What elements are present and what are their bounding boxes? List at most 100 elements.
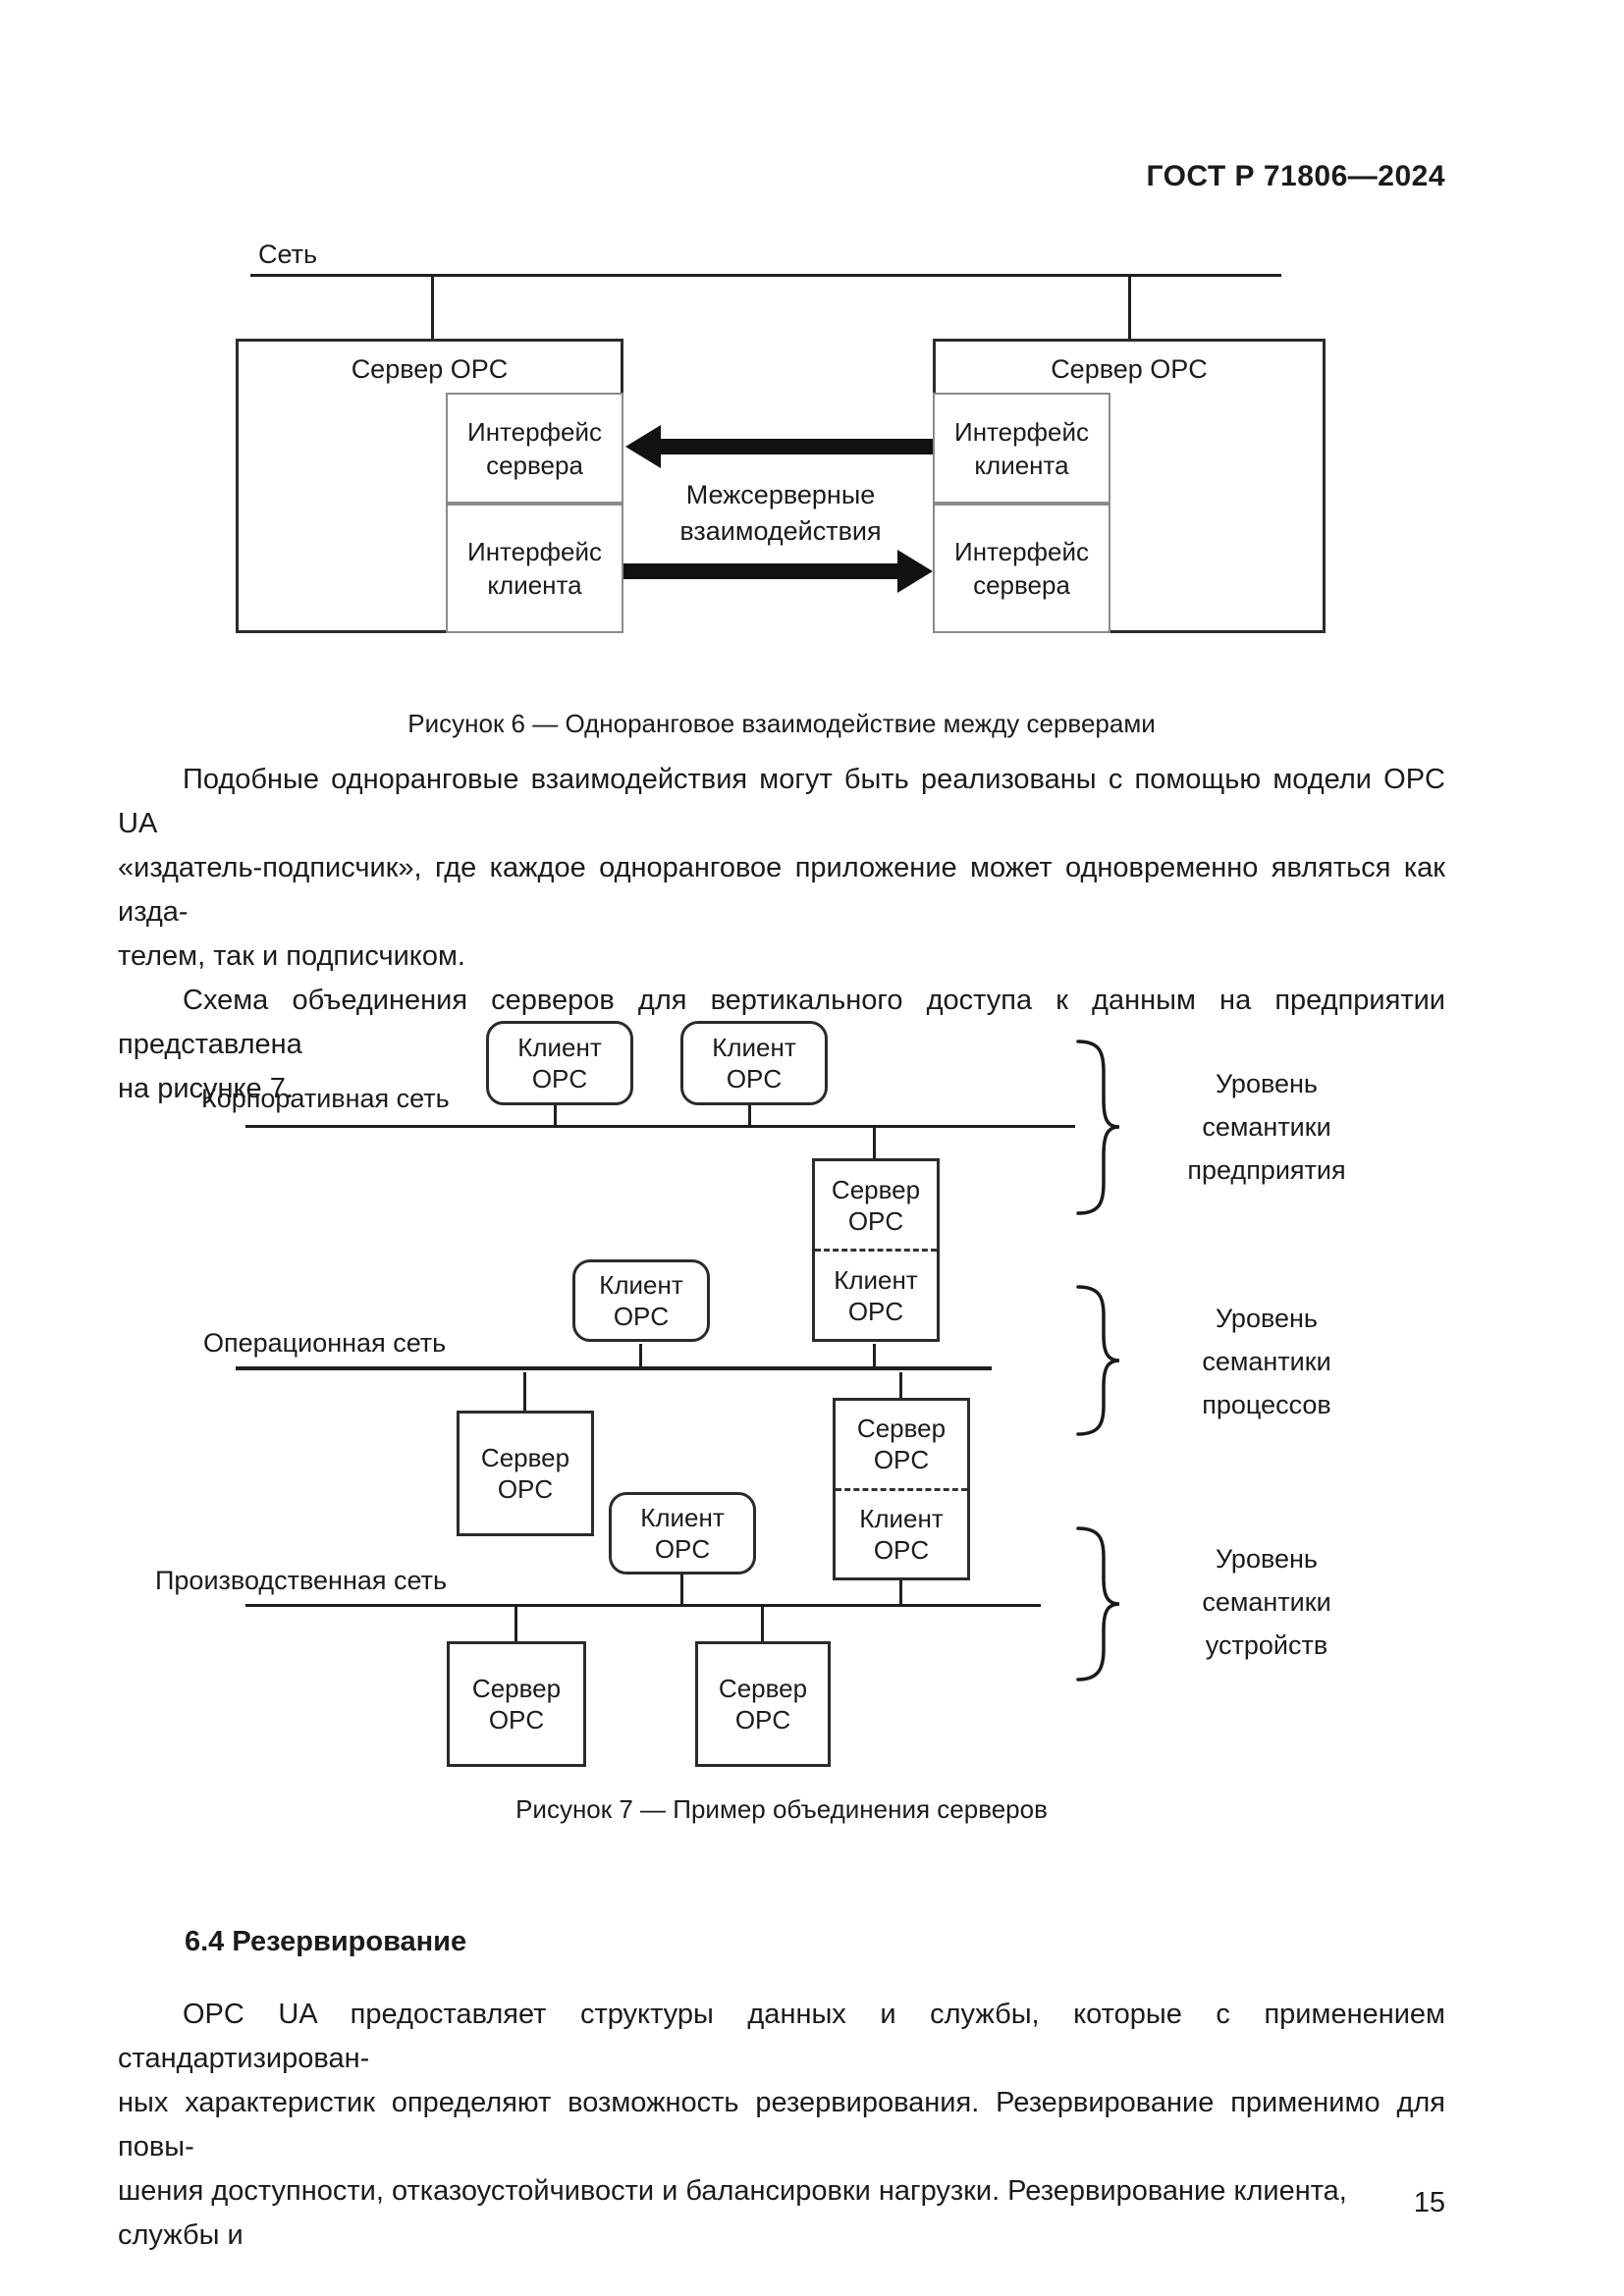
connector [899, 1580, 902, 1606]
figure6-drop-right [1128, 274, 1131, 341]
figure7-server-box-bottom2: Сервер OPC [695, 1641, 831, 1767]
document-code: ГОСТ Р 71806—2024 [1146, 160, 1445, 192]
box-label: OPC [873, 1445, 930, 1475]
paragraph-line: шения доступности, отказоустойчивости и … [118, 2175, 1347, 2251]
box-label: Клиент [834, 1264, 918, 1295]
figure6-left-iface-client-box: Интерфейс клиента [446, 504, 623, 633]
production-network-label: Производственная сеть [155, 1566, 448, 1595]
box-label: OPC [847, 1296, 904, 1326]
paragraph-line: Подобные одноранговые взаимодействия мог… [118, 764, 1445, 839]
box-label: OPC [654, 1534, 711, 1564]
figure6-right-iface-server-box: Интерфейс сервера [933, 504, 1110, 633]
center-label-line: Межсерверные [685, 480, 876, 509]
level-line: Уровень [1215, 1304, 1318, 1333]
combined-box-client-cell: Клиент OPC [836, 1487, 967, 1578]
box-label: Клиент [517, 1033, 602, 1062]
box-label: OPC [497, 1474, 554, 1504]
level-line: Уровень [1215, 1069, 1318, 1098]
figure6-network-label: Сеть [258, 240, 318, 269]
paragraph-line: ных характеристик определяют возможность… [118, 2087, 1445, 2163]
paragraph-line: OPC UA предоставляет структуры данных и … [118, 1999, 1445, 2074]
connector [680, 1575, 683, 1606]
box-label: Сервер [718, 1674, 808, 1703]
center-label-line: взаимодействия [679, 516, 882, 546]
iface-label: клиента [974, 450, 1069, 480]
section-heading: 6.4 Резервирование [185, 1926, 467, 1957]
connector [523, 1372, 526, 1411]
connector [899, 1372, 902, 1398]
box-label: OPC [726, 1064, 783, 1094]
paragraph-line: на рисунке 7. [118, 1073, 294, 1104]
level-line: семантики [1202, 1347, 1331, 1376]
combined-box-server-cell: Сервер OPC [815, 1161, 937, 1249]
corporate-network-line [245, 1125, 1075, 1128]
brace-icon [1076, 1285, 1120, 1436]
figure7-combined-box2: Сервер OPC Клиент OPC [833, 1398, 970, 1580]
figure7-client-box-top2: Клиент OPC [680, 1021, 828, 1105]
combined-box-server-cell: Сервер OPC [836, 1401, 967, 1488]
level-line: устройств [1205, 1630, 1328, 1660]
paragraph-line: «издатель-подписчик», где каждое одноран… [118, 852, 1445, 928]
figure6-server-left-title: Сервер OPC [351, 354, 509, 384]
figure6-server-right-title: Сервер OPC [1051, 354, 1208, 384]
connector [761, 1607, 764, 1641]
figure6-right-iface-client-box: Интерфейс клиента [933, 393, 1110, 504]
box-label: OPC [873, 1534, 930, 1565]
box-label: OPC [488, 1705, 545, 1735]
figure6-caption: Рисунок 6 — Одноранговое взаимодействие … [407, 709, 1156, 738]
box-label: Клиент [712, 1033, 796, 1062]
corporate-network-label: Корпоративная сеть [201, 1084, 450, 1113]
level-label-device: Уровень семантики устройств [1139, 1537, 1394, 1667]
figure7-server-box-mid: Сервер OPC [457, 1411, 594, 1536]
combined-box-client-cell: Клиент OPC [815, 1249, 937, 1339]
box-label: Клиент [859, 1503, 944, 1533]
iface-label: Интерфейс [954, 537, 1089, 566]
figure6-network-line [250, 274, 1281, 277]
box-label: Сервер [480, 1443, 570, 1472]
box-label: Клиент [599, 1270, 683, 1300]
box-label: OPC [847, 1205, 904, 1236]
paragraph-block-1: Подобные одноранговые взаимодействия мог… [118, 758, 1445, 1111]
iface-label: Интерфейс [467, 537, 602, 566]
box-label: Сервер [831, 1174, 921, 1204]
production-network-line [245, 1604, 1041, 1607]
level-line: Уровень [1215, 1544, 1318, 1574]
paragraph-line: телем, так и подписчиком. [118, 940, 465, 972]
iface-label: Интерфейс [467, 416, 602, 447]
connector [514, 1607, 517, 1641]
box-label: OPC [613, 1302, 670, 1331]
figure6-center-label: Межсерверные взаимодействия [609, 477, 952, 550]
box-label: OPC [531, 1064, 588, 1094]
operational-network-label: Операционная сеть [203, 1328, 447, 1358]
connector [873, 1128, 876, 1158]
figure7-combined-box1: Сервер OPC Клиент OPC [812, 1158, 940, 1342]
connector [748, 1105, 751, 1125]
level-label-process: Уровень семантики процессов [1139, 1297, 1394, 1426]
level-label-enterprise: Уровень семантики предприятия [1139, 1062, 1394, 1192]
iface-label: сервера [973, 570, 1070, 600]
box-label: Клиент [640, 1503, 725, 1532]
connector [873, 1344, 876, 1368]
figure6-left-iface-server-box: Интерфейс сервера [446, 393, 623, 504]
figure7-caption: Рисунок 7 — Пример объединения серверов [515, 1794, 1048, 1824]
figure7-client-box-mid: Клиент OPC [572, 1259, 710, 1342]
iface-label: Интерфейс [954, 416, 1089, 447]
arrow-left-shaft [658, 439, 933, 454]
arrow-right-shaft [623, 563, 899, 579]
connector [639, 1344, 642, 1368]
box-label: Сервер [471, 1674, 562, 1703]
figure7-server-box-bottom1: Сервер OPC [447, 1641, 586, 1767]
connector [554, 1105, 557, 1125]
level-line: процессов [1202, 1390, 1331, 1419]
level-line: семантики [1202, 1112, 1331, 1142]
box-label: OPC [734, 1705, 791, 1735]
brace-icon [1076, 1526, 1120, 1682]
paragraph-line: Схема объединения серверов для вертикаль… [118, 985, 1445, 1060]
brace-icon [1076, 1040, 1120, 1215]
arrow-right-icon [897, 550, 933, 593]
figure6-drop-left [431, 274, 434, 341]
page-number: 15 [1413, 2187, 1445, 2218]
figure7-client-box-top1: Клиент OPC [486, 1021, 633, 1105]
box-label: Сервер [856, 1414, 947, 1444]
